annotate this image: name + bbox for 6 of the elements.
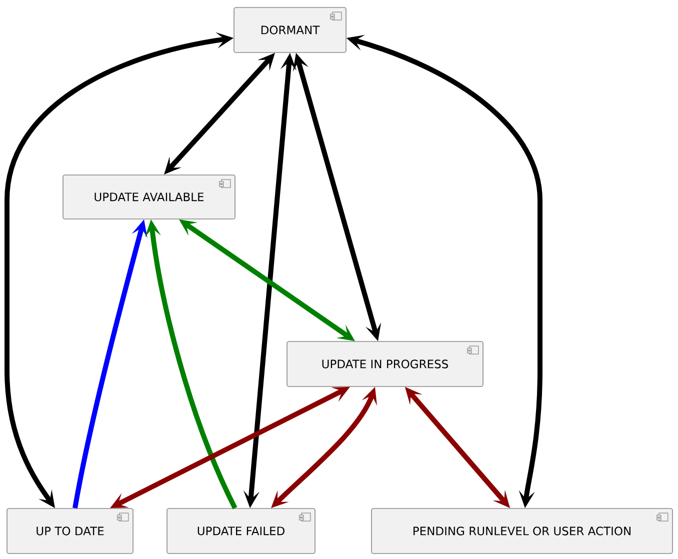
component-box: DORMANT	[234, 7, 346, 53]
component-box: UPDATE FAILED	[166, 508, 316, 554]
component-box: PENDING RUNLEVEL OR USER ACTION	[371, 508, 673, 554]
component-box: UPDATE AVAILABLE	[62, 174, 236, 220]
component-box: UPDATE IN PROGRESS	[286, 341, 484, 387]
component-box: UP TO DATE	[6, 508, 134, 554]
